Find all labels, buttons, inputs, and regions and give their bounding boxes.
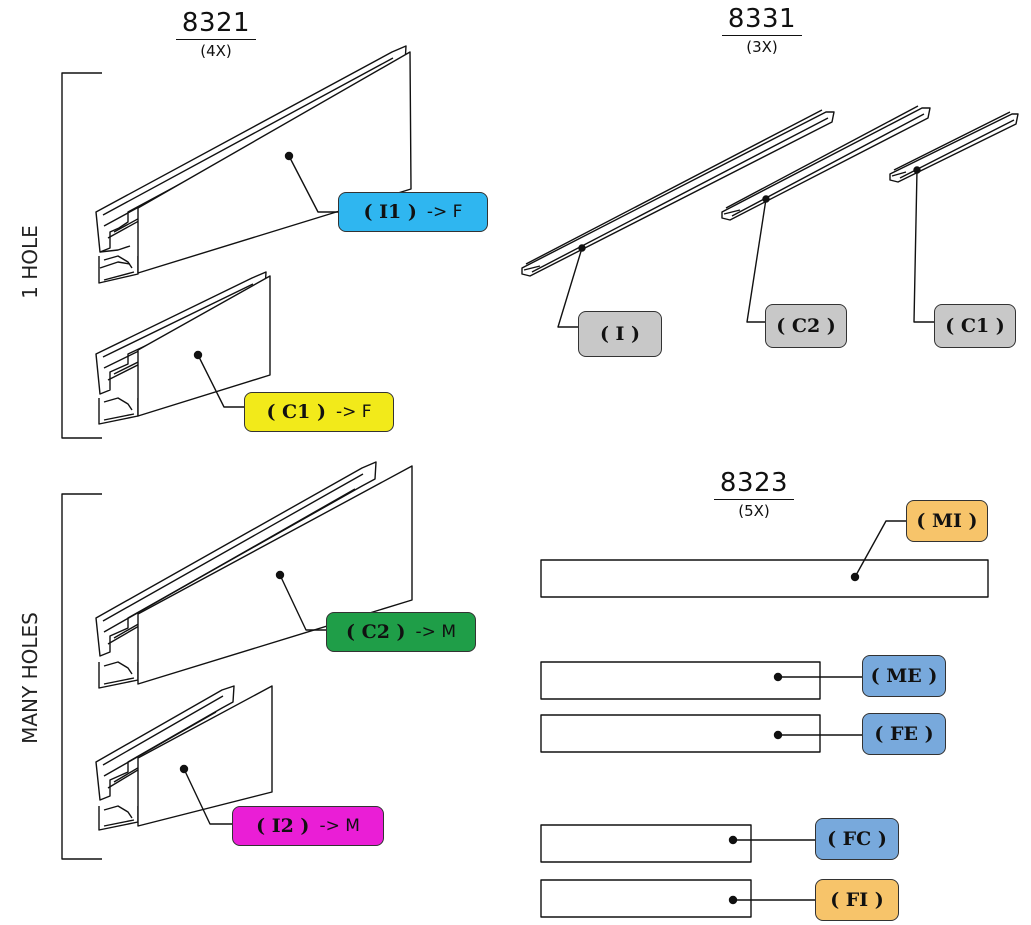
divider	[722, 35, 802, 36]
tag-code: ( FC )	[827, 828, 887, 850]
leader-mi	[854, 520, 906, 578]
divider	[176, 39, 256, 40]
tag-code: ( ME )	[870, 665, 938, 687]
tag-code: ( C2 )	[345, 621, 406, 643]
part-number: 8323	[719, 468, 789, 498]
tag-code: ( MI )	[916, 510, 978, 532]
rail-c2	[721, 105, 931, 221]
part-number: 8321	[181, 8, 251, 38]
tag-code: ( FI )	[830, 889, 884, 911]
rail-c1	[889, 111, 1019, 183]
tag-direction: -> M	[319, 816, 360, 836]
header-8331: 8331 (3X)	[714, 4, 810, 56]
tag-code: ( C2 )	[776, 315, 836, 337]
tag-i: ( I )	[578, 311, 662, 357]
tag-fe: ( FE )	[862, 713, 946, 755]
tag-code: ( I )	[599, 323, 641, 345]
strip-me	[540, 661, 821, 700]
tag-c2-left: ( C2 ) -> M	[326, 612, 476, 652]
bracket-many-holes	[61, 493, 102, 860]
strip-fc	[540, 824, 752, 863]
leader-c2-left	[279, 574, 326, 631]
leader-c1-left	[197, 354, 244, 408]
tag-direction: -> F	[336, 402, 372, 422]
tag-direction: -> F	[426, 202, 463, 222]
leader-i1	[288, 155, 338, 213]
tag-c1-left: ( C1 ) -> F	[244, 392, 394, 432]
tag-i1: ( I1 ) -> F	[338, 192, 488, 232]
group-label-many-holes: MANY HOLES	[18, 612, 42, 744]
tag-fc: ( FC )	[815, 818, 899, 860]
strip-fe	[540, 714, 821, 753]
tag-code: ( C1 )	[945, 315, 1005, 337]
header-8321: 8321 (4X)	[170, 8, 262, 60]
tag-direction: -> M	[415, 622, 456, 642]
quantity: (5X)	[738, 502, 770, 520]
rail-i	[521, 109, 835, 277]
leader-c1-right	[913, 169, 934, 323]
tag-me: ( ME )	[862, 655, 946, 697]
strip-fi	[540, 879, 752, 918]
profile-c2	[95, 461, 413, 689]
profile-i2	[95, 685, 273, 831]
leader-i2	[183, 768, 232, 825]
part-number: 8331	[727, 4, 797, 34]
tag-c1-right: ( C1 )	[934, 304, 1016, 348]
tag-fi: ( FI )	[815, 879, 899, 921]
quantity: (4X)	[200, 42, 232, 60]
tag-code: ( FE )	[874, 723, 934, 745]
quantity: (3X)	[746, 38, 778, 56]
leader-i	[557, 247, 583, 328]
profile-c1	[95, 271, 271, 425]
tag-mi: ( MI )	[906, 500, 988, 542]
tag-code: ( I1 )	[363, 201, 417, 223]
leader-c2-right	[746, 198, 767, 323]
profile-i1	[95, 45, 412, 284]
tag-i2: ( I2 ) -> M	[232, 806, 384, 846]
header-8323: 8323 (5X)	[706, 468, 802, 520]
tag-code: ( C1 )	[266, 401, 326, 423]
tag-code: ( I2 )	[256, 815, 310, 837]
tag-c2-right: ( C2 )	[765, 304, 847, 348]
divider	[714, 499, 794, 500]
strip-mi	[540, 559, 989, 598]
group-label-one-hole: 1 HOLE	[18, 225, 42, 299]
bracket-one-hole	[61, 72, 102, 439]
